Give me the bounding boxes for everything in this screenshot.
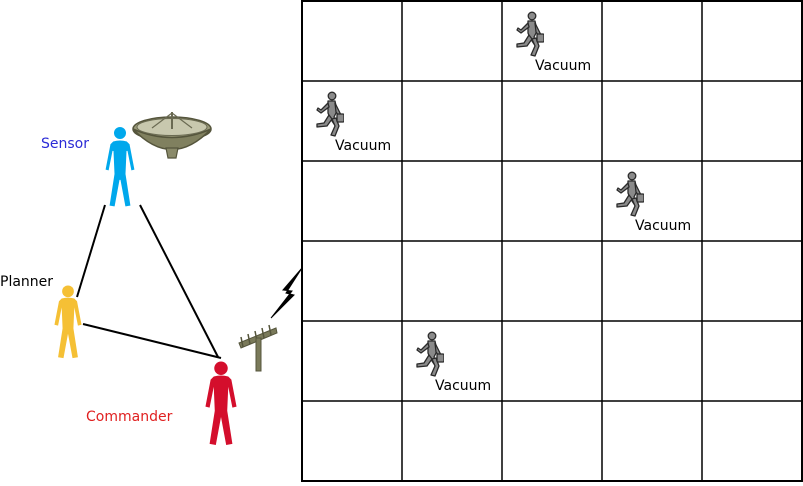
commander-figure	[205, 361, 237, 445]
vacuum-label: Vacuum	[535, 58, 591, 74]
vacuum-label: Vacuum	[335, 138, 391, 154]
lightning-signal-icon	[270, 267, 303, 319]
sensor-figure	[104, 126, 136, 208]
link-sensor-commander	[139, 204, 219, 358]
vacuum-label: Vacuum	[635, 218, 691, 234]
commander-label: Commander	[86, 409, 173, 425]
vacuum-label: Vacuum	[435, 378, 491, 394]
agent-links	[76, 204, 222, 359]
vacuum-robot: Vacuum	[316, 91, 391, 154]
sensor-label: Sensor	[41, 136, 89, 152]
link-sensor-planner	[76, 204, 106, 298]
antenna-icon	[238, 324, 278, 372]
link-planner-commander	[82, 323, 222, 359]
planner-label: Planner	[0, 274, 54, 290]
vacuum-robot: Vacuum	[416, 331, 491, 394]
environment-grid	[301, 0, 803, 482]
vacuum-robot: Vacuum	[616, 171, 691, 234]
satellite-dish-icon	[132, 112, 212, 159]
vacuum-robot: Vacuum	[516, 11, 591, 74]
